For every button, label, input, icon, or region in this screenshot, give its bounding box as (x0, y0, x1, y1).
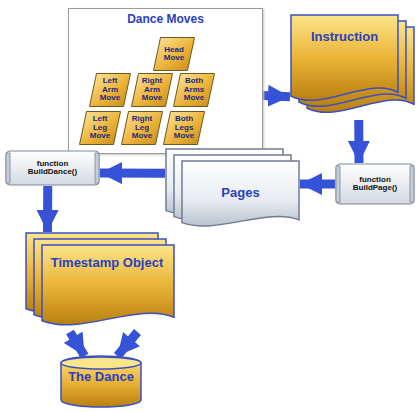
object-stack: Timestamp Object (25, 232, 175, 332)
cylinder-body (61, 356, 141, 407)
move-tile: Both Arms Move (173, 73, 215, 107)
move-tile: Both Legs Move (163, 111, 205, 145)
sheet-shape (42, 245, 174, 325)
node-label: The Dance (68, 370, 134, 384)
sheet-shape (182, 161, 299, 226)
node-label: Right Arm Move (137, 77, 167, 102)
function-cap (95, 153, 99, 183)
tile-shape (154, 38, 195, 71)
node-label: Left Leg Move (85, 115, 115, 140)
tile-shape (90, 74, 131, 107)
cylinder-top (61, 357, 141, 369)
move-tile: Right Arm Move (131, 73, 173, 107)
move-tile: Left Leg Move (79, 111, 121, 145)
tile-shape (80, 112, 121, 145)
tile-shape (174, 74, 215, 107)
node-label: function BuildDance() (11, 160, 94, 177)
stack-outline (25, 232, 175, 332)
page-stack: Pages (165, 148, 300, 232)
function-box: function BuildPage() (335, 163, 415, 205)
node-label: Pages (221, 186, 259, 200)
sheet-shape (291, 15, 398, 100)
flow-arrow (117, 332, 137, 356)
node-label: function BuildPage() (341, 176, 409, 193)
node-label: Both Arms Move (179, 77, 209, 102)
function-box: function BuildDance() (5, 150, 100, 186)
move-tile: Right Leg Move (121, 111, 163, 145)
function-shape (336, 164, 414, 204)
function-cap (336, 166, 340, 202)
tile-shape (132, 74, 173, 107)
tile-shape (164, 112, 205, 145)
flow-arrow (263, 96, 290, 97)
node-label: Both Legs Move (169, 115, 199, 140)
move-tile: Head Move (153, 37, 195, 71)
flow-arrow (43, 186, 52, 232)
node-label: Right Leg Move (127, 115, 157, 140)
moves-panel: Dance MovesHead MoveLeft Arm Move Right A… (68, 8, 263, 154)
node-label: Left Arm Move (95, 77, 125, 102)
node-label: Timestamp Object (51, 256, 163, 270)
panel-title: Dance Moves (127, 13, 204, 26)
function-shape (6, 151, 99, 185)
flow-arrow (70, 332, 85, 356)
flow-arrow (100, 169, 165, 178)
database-cylinder: The Dance (60, 356, 142, 408)
flow-arrow (300, 180, 335, 189)
function-cap (6, 153, 10, 183)
function-cap (410, 166, 414, 202)
document-stack: Instruction (290, 14, 415, 120)
tile-shape (122, 112, 163, 145)
node-label: Instruction (311, 30, 378, 44)
move-tile: Left Arm Move (89, 73, 131, 107)
flow-arrow (354, 120, 363, 163)
node-label: Head Move (159, 46, 189, 63)
